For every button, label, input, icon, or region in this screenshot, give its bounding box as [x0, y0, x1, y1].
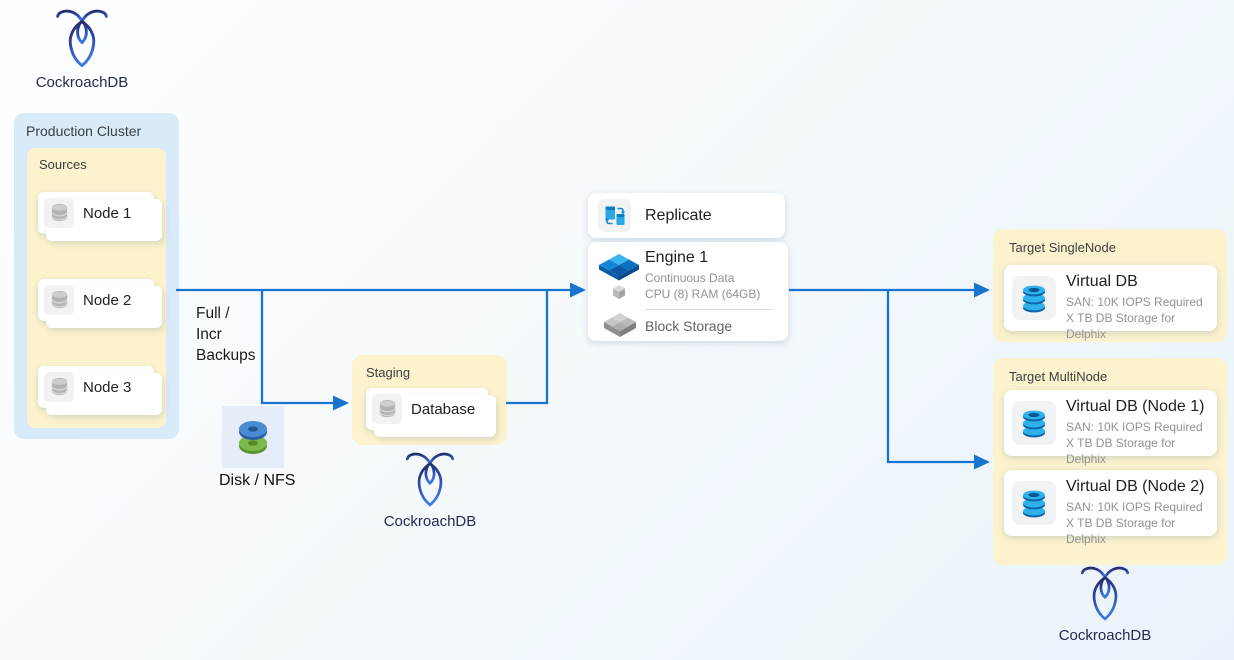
cockroachdb-logo-top: CockroachDB	[26, 6, 138, 91]
staging-database-card: Database	[366, 388, 496, 437]
replicate-label: Replicate	[645, 206, 712, 224]
node-2-label: Node 2	[83, 291, 132, 309]
replicate-icon	[598, 199, 631, 232]
target-multinode-box: Target MultiNode Virtual DB (Node 1) SAN…	[993, 358, 1227, 565]
brand-label: CockroachDB	[383, 513, 477, 530]
engine-divider	[645, 309, 773, 310]
sources-box: Sources Node 1	[27, 148, 166, 428]
target-multinode-label: Target MultiNode	[1009, 369, 1108, 384]
target-singlenode-label: Target SingleNode	[1009, 240, 1116, 255]
virtual-db-title: Virtual DB	[1066, 273, 1138, 290]
virtual-db-line-1: SAN: 10K IOPS Required	[1066, 295, 1203, 309]
backups-line-1: Full /	[196, 305, 230, 322]
node-3-label: Node 3	[83, 378, 132, 396]
virtual-db-icon	[1012, 481, 1056, 525]
virtual-db-node1-card: Virtual DB (Node 1) SAN: 10K IOPS Requir…	[1004, 390, 1217, 466]
backups-line-3: Backups	[196, 347, 256, 364]
virtual-db-node1-line-2: X TB DB Storage for Delphix	[1066, 436, 1176, 466]
virtual-db-line-2: X TB DB Storage for Delphix	[1066, 311, 1176, 341]
brand-label: CockroachDB	[35, 74, 129, 91]
database-icon	[44, 372, 74, 402]
database-icon	[372, 394, 402, 424]
database-icon	[44, 285, 74, 315]
disk-nfs-box	[222, 406, 284, 468]
node-3-card: Node 3	[38, 366, 162, 415]
database-icon	[44, 198, 74, 228]
cockroachdb-logo-staging: CockroachDB	[382, 449, 478, 530]
sources-label: Sources	[39, 157, 87, 172]
production-cluster-box: Production Cluster Sources Node 1	[14, 113, 179, 439]
virtual-db-card: Virtual DB SAN: 10K IOPS Required X TB D…	[1004, 265, 1217, 341]
cockroachdb-logo-icon	[405, 452, 455, 507]
cockroachdb-logo-icon	[56, 9, 108, 68]
virtual-db-icon	[1012, 401, 1056, 445]
virtual-db-node2-line-2: X TB DB Storage for Delphix	[1066, 516, 1176, 546]
engine-title: Engine 1	[645, 249, 709, 266]
brand-label: CockroachDB	[1058, 627, 1152, 644]
staging-label: Staging	[366, 365, 411, 380]
virtual-db-icon	[1012, 276, 1056, 320]
node-1-label: Node 1	[83, 204, 132, 222]
continuous-data-engine-icon	[599, 254, 639, 299]
production-cluster-label: Production Cluster	[26, 123, 142, 139]
cockroachdb-logo-target: CockroachDB	[1057, 563, 1153, 644]
replicate-card: Replicate	[588, 193, 785, 238]
cockroachdb-logo-icon	[1080, 566, 1130, 621]
disk-nfs-icon	[239, 421, 267, 454]
staging-box: Staging Database	[352, 355, 507, 445]
block-storage-label: Block Storage	[645, 318, 733, 334]
disk-nfs-label: Disk / NFS	[219, 472, 296, 489]
backups-line-2: Incr	[196, 326, 222, 343]
virtual-db-node1-line-1: SAN: 10K IOPS Required	[1066, 420, 1203, 434]
backups-annotation: Full / Incr Backups	[196, 303, 255, 366]
virtual-db-node2-card: Virtual DB (Node 2) SAN: 10K IOPS Requir…	[1004, 470, 1217, 546]
virtual-db-node2-line-1: SAN: 10K IOPS Required	[1066, 500, 1203, 514]
node-1-card: Node 1	[38, 192, 162, 241]
target-singlenode-box: Target SingleNode Virtual DB SAN: 10K IO…	[993, 229, 1227, 342]
block-storage-icon	[604, 313, 636, 337]
staging-database-label: Database	[411, 400, 476, 418]
engine-card: Engine 1 Continuous Data CPU (8) RAM (64…	[588, 242, 788, 341]
node-2-card: Node 2	[38, 279, 162, 328]
virtual-db-node2-title: Virtual DB (Node 2)	[1066, 478, 1205, 495]
virtual-db-node1-title: Virtual DB (Node 1)	[1066, 398, 1205, 415]
engine-subtitle-1: Continuous Data	[645, 271, 735, 285]
engine-subtitle-2: CPU (8) RAM (64GB)	[645, 287, 761, 301]
